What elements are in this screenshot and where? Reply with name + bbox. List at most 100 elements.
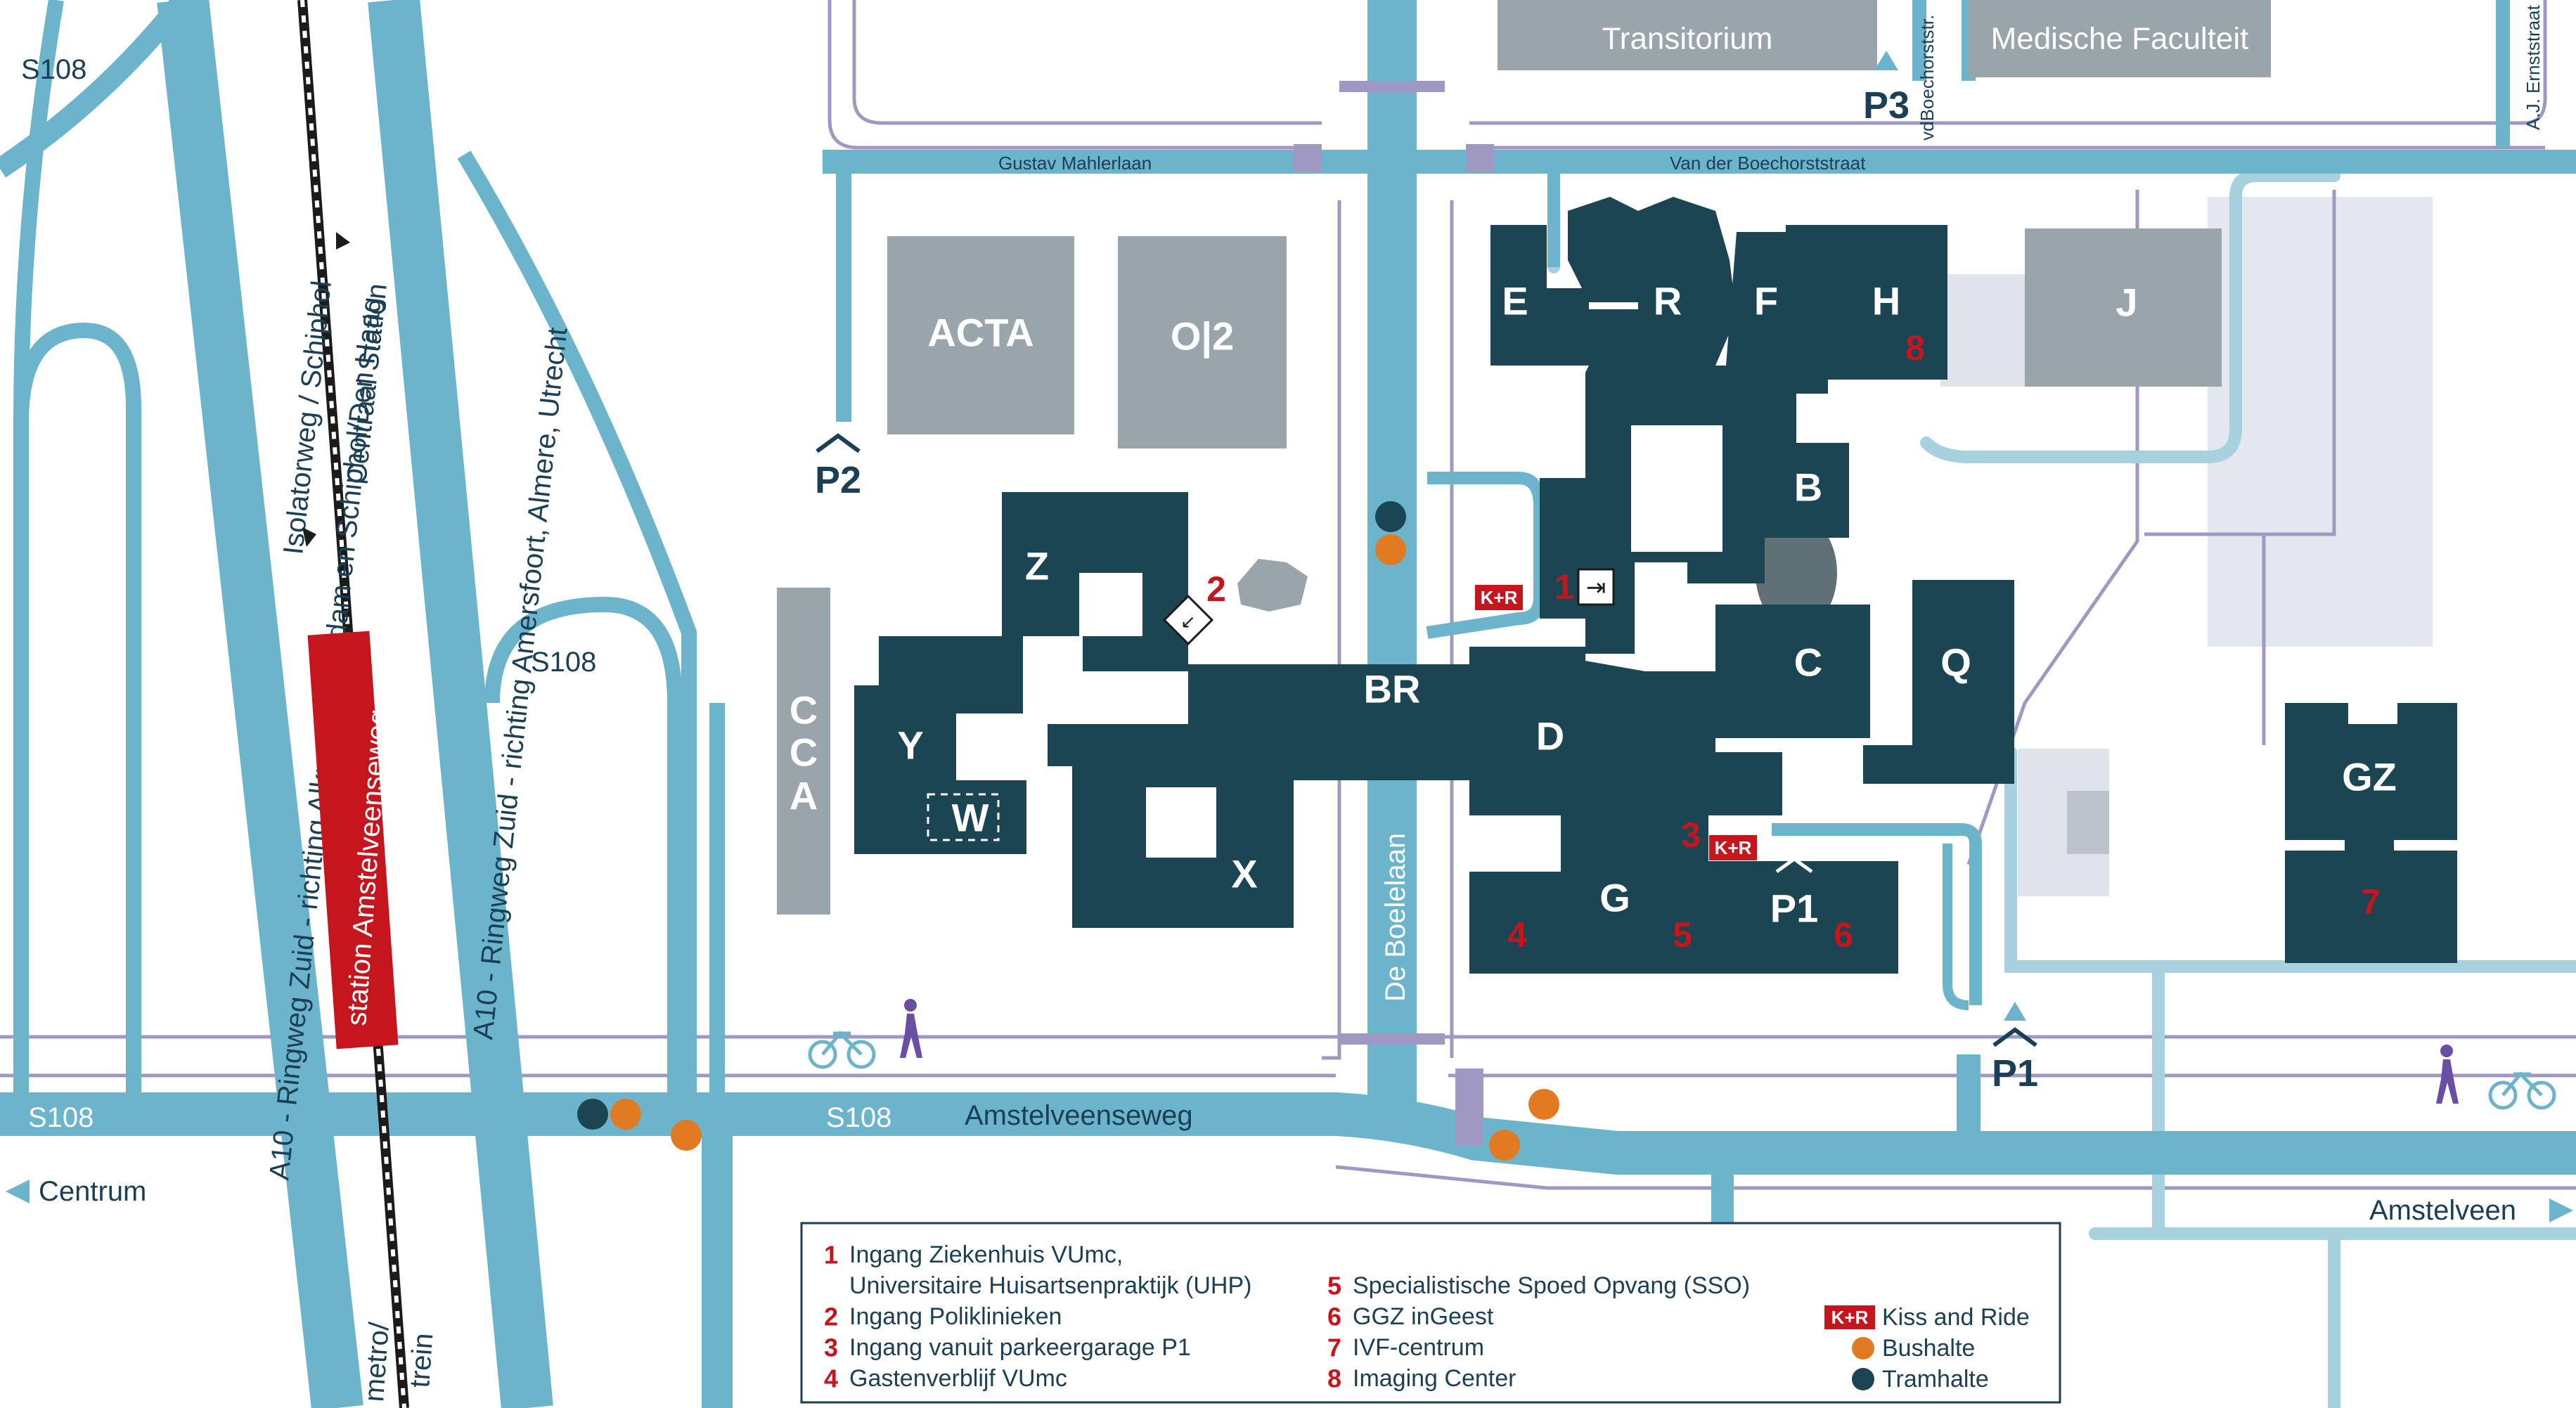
cca-building (777, 588, 830, 915)
trein-label: trein (404, 1332, 439, 1389)
legend-text-8: Imaging Center (1353, 1365, 1516, 1392)
building-labels: Z Y W X BR E R F H B A C Q D G GZ (897, 279, 2397, 920)
marker-6[interactable]: 6 (1834, 915, 1853, 955)
o2-building (1118, 236, 1287, 448)
aj-ernststraat-label: A.J. Ernststraat (2523, 5, 2544, 130)
centrum-arrow-icon (6, 1180, 30, 1203)
legend-tram-label: Tramhalte (1882, 1366, 1989, 1393)
bus-stop-icon[interactable] (671, 1120, 702, 1151)
metro-label: metro/ (359, 1321, 395, 1403)
q-label: Q (1940, 640, 1971, 685)
crosswalks (1294, 81, 1494, 1146)
parking-labels: P2 P3 P1 (815, 51, 2038, 1094)
marker-2[interactable]: 2 (1206, 569, 1226, 609)
parking-area-p1-inner (2067, 791, 2109, 854)
legend-num-5: 5 (1327, 1272, 1341, 1300)
legend-num-3: 3 (824, 1333, 838, 1362)
br-building (1188, 664, 1469, 780)
kr-badge-g (1709, 835, 1757, 860)
direction-labels: Centrum Amstelveen (6, 1176, 2573, 1226)
bicycle-icon (808, 1031, 876, 1069)
legend-num-1: 1 (824, 1241, 838, 1270)
medische-faculteit-label: Medische Faculteit (1991, 22, 2249, 56)
pedestrian-icon (900, 999, 922, 1058)
legend-bus-label: Bushalte (1882, 1335, 1975, 1362)
p1-roof (1992, 1027, 2037, 1047)
legend: 1 Ingang Ziekenhuis VUmc, Universitaire … (800, 1222, 2061, 1404)
bike-paths (0, 0, 2576, 1190)
s108-bottom-label: S108 (826, 1102, 891, 1133)
rail-north-arrow-icon (302, 527, 316, 547)
street-labels: Gustav Mahlerlaan Van der Boechorststraa… (965, 5, 2544, 1131)
p3-arrow (1874, 51, 1898, 70)
a-label: A (1654, 567, 1682, 612)
van-der-boechorststraat-label: Van der Boechorststraat (1670, 153, 1866, 174)
legend-text-2: Ingang Poliklinieken (849, 1303, 1062, 1330)
tram-stop-icon[interactable] (1375, 501, 1406, 532)
marker-7[interactable]: 7 (2361, 882, 2381, 922)
f-building (1726, 232, 1796, 394)
marker-5[interactable]: 5 (1673, 915, 1692, 955)
e-building (1490, 225, 1638, 366)
bus-stop-icon[interactable] (1489, 1130, 1520, 1161)
s108-mid-label: S108 (531, 647, 596, 678)
c-label: C (1794, 640, 1822, 685)
legend-kr-badge-text: K+R (1831, 1307, 1869, 1328)
legend-num-8: 8 (1327, 1364, 1341, 1393)
r-label: R (1654, 279, 1682, 323)
j-label: J (2115, 280, 2137, 325)
z-label: Z (1025, 544, 1049, 588)
bus-stop-icon[interactable] (610, 1099, 641, 1130)
d-building (1469, 647, 1782, 815)
cca-label-c2: C (790, 730, 818, 775)
marker-8[interactable]: 8 (1905, 328, 1925, 368)
p1-label[interactable]: P1 (1992, 1052, 2038, 1094)
entrance-1-arrow: ⇥ (1586, 574, 1606, 601)
gustav-mahlerlaan-label: Gustav Mahlerlaan (998, 153, 1152, 174)
p1-arrow (2004, 1002, 2026, 1021)
kr-badge-g-text: K+R (1715, 837, 1752, 858)
bicycle-icon (2488, 1071, 2556, 1110)
g-label: G (1599, 876, 1630, 920)
j-building (2025, 228, 2222, 387)
acta-building (887, 236, 1074, 434)
p1-g-label[interactable]: P1 (1770, 886, 1819, 931)
h-label: H (1872, 279, 1900, 323)
legend-text-6: GGZ inGeest (1353, 1303, 1494, 1330)
b-label: B (1794, 465, 1822, 510)
legend-text-3: Ingang vanuit parkeergarage P1 (849, 1334, 1191, 1361)
grey-buildings: ACTA O|2 J C C A (777, 228, 2222, 915)
legend-num-2: 2 (824, 1303, 838, 1331)
courtyards (927, 425, 1722, 858)
marker-1[interactable]: 1 (1554, 567, 1574, 607)
p3-label[interactable]: P3 (1863, 84, 1910, 127)
br-label: BR (1364, 667, 1421, 711)
pedestrian-icon (2436, 1045, 2459, 1104)
marker-3[interactable]: 3 (1681, 815, 1701, 855)
legend-bus-icon (1852, 1337, 1874, 1359)
marker-4[interactable]: 4 (1507, 915, 1527, 955)
legend-num-7: 7 (1327, 1333, 1341, 1362)
kr-badge-a-text: K+R (1481, 587, 1518, 608)
p2-label[interactable]: P2 (815, 459, 861, 501)
de-boelelaan-label: De Boelelaan (1380, 833, 1411, 1002)
centrum-label: Centrum (39, 1176, 146, 1207)
legend-text-1a: Ingang Ziekenhuis VUmc, (849, 1241, 1123, 1268)
parking-area-j (1940, 274, 2025, 387)
dark-buildings (854, 197, 2457, 974)
legend-text-4: Gastenverblijf VUmc (849, 1365, 1067, 1392)
b-building (1765, 443, 1849, 538)
bus-stop-icon[interactable] (1375, 534, 1406, 565)
o2-label: O|2 (1171, 314, 1234, 359)
q-building (1863, 580, 2014, 784)
bus-stop-icon[interactable] (1528, 1089, 1559, 1120)
f-label: F (1754, 279, 1778, 323)
kr-badge-a (1475, 585, 1523, 610)
acta-label: ACTA (927, 311, 1033, 355)
vdboechorststr-label: vdBoechorststr. (1917, 15, 1938, 141)
path-icons (808, 999, 2556, 1110)
entrance-2-icon (1162, 594, 1214, 646)
tram-stop-icon[interactable] (577, 1099, 608, 1130)
x-label: X (1231, 852, 1257, 896)
